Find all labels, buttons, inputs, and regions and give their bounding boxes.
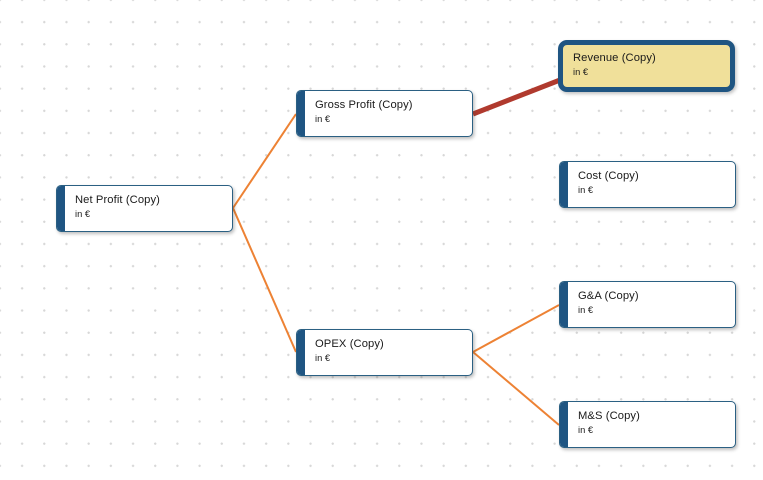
node-subtitle: in € [315,114,330,124]
edge-opex-ms[interactable] [472,351,560,426]
node-net-profit[interactable]: Net Profit (Copy) in € [56,185,233,232]
node-subtitle: in € [578,425,593,435]
edge-netprofit-opex[interactable] [232,207,297,353]
node-title: Net Profit (Copy) [75,194,161,206]
node-cost[interactable]: Cost (Copy) in € [559,161,736,208]
edge-grossprofit-revenue[interactable] [472,77,561,117]
node-title: Revenue (Copy) [573,52,656,64]
node-ms[interactable]: M&S (Copy) in € [559,401,736,448]
edge-netprofit-grossprofit[interactable] [232,113,297,209]
node-title: Gross Profit (Copy) [315,99,413,111]
node-title: M&S (Copy) [578,410,640,422]
node-subtitle: in € [578,305,593,315]
node-body: Net Profit (Copy) in € [65,186,232,231]
node-subtitle: in € [578,185,593,195]
node-gross-profit[interactable]: Gross Profit (Copy) in € [296,90,473,137]
node-accent-bar [560,402,568,447]
node-subtitle: in € [75,209,90,219]
node-ga[interactable]: G&A (Copy) in € [559,281,736,328]
node-body: Cost (Copy) in € [568,162,735,207]
node-body: Gross Profit (Copy) in € [305,91,472,136]
node-title: Cost (Copy) [578,170,639,182]
node-revenue[interactable]: Revenue (Copy) in € [558,40,735,92]
canvas-right-margin [757,0,763,480]
node-body: Revenue (Copy) in € [563,45,730,87]
node-opex[interactable]: OPEX (Copy) in € [296,329,473,376]
node-title: OPEX (Copy) [315,338,384,350]
node-title: G&A (Copy) [578,290,639,302]
node-accent-bar [297,330,305,375]
node-accent-bar [560,162,568,207]
node-subtitle: in € [573,67,588,77]
edge-opex-ga[interactable] [472,304,560,353]
node-body: M&S (Copy) in € [568,402,735,447]
node-body: OPEX (Copy) in € [305,330,472,375]
node-subtitle: in € [315,353,330,363]
node-accent-bar [297,91,305,136]
node-body: G&A (Copy) in € [568,282,735,327]
node-accent-bar [57,186,65,231]
node-accent-bar [560,282,568,327]
